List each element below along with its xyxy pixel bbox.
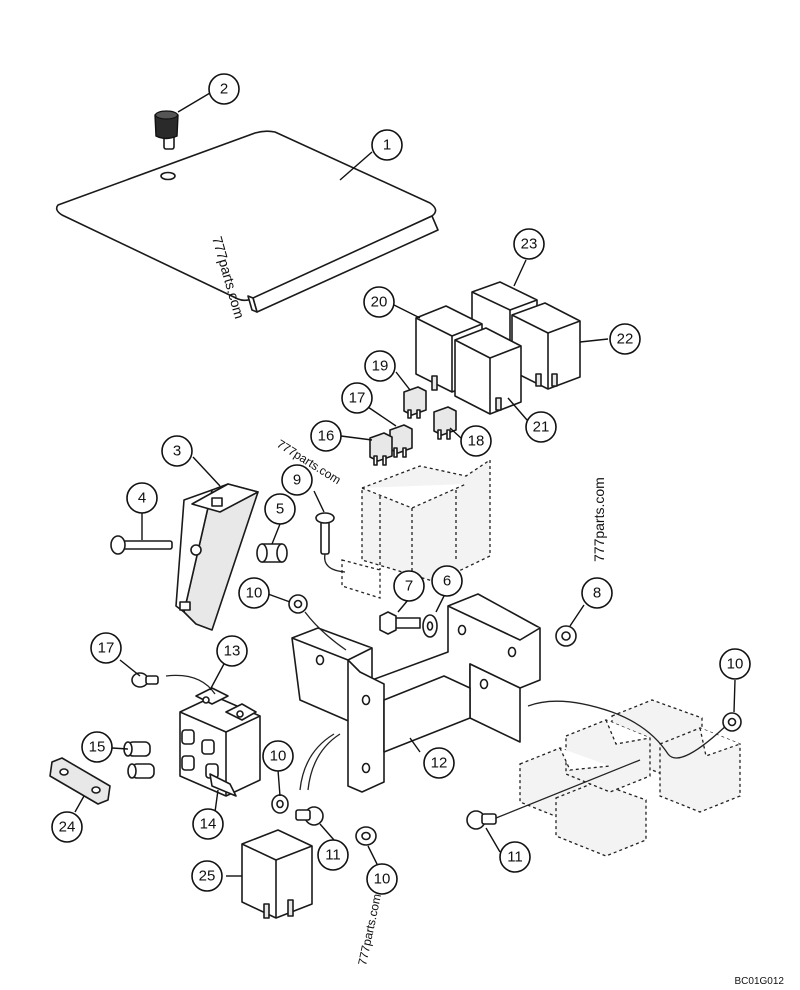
svg-text:2: 2 xyxy=(220,81,228,98)
svg-text:11: 11 xyxy=(507,849,523,866)
spacer xyxy=(256,543,288,563)
callout-5: 5 xyxy=(264,493,296,525)
svg-text:22: 22 xyxy=(617,331,634,348)
callout-11b: 11 xyxy=(499,841,531,873)
svg-text:12: 12 xyxy=(431,755,448,772)
callout-14: 14 xyxy=(192,808,224,840)
screw-11-left xyxy=(295,733,341,826)
callout-6: 6 xyxy=(431,565,463,597)
main-bracket xyxy=(291,593,541,793)
nut-10-right xyxy=(722,712,742,732)
svg-text:15: 15 xyxy=(89,739,106,756)
svg-text:10: 10 xyxy=(246,585,263,602)
leader-lines xyxy=(74,92,736,877)
callout-10a: 10 xyxy=(238,577,270,609)
svg-text:1: 1 xyxy=(383,137,391,154)
nut-10-lower-left xyxy=(271,794,289,814)
fuse-holder-block xyxy=(341,458,491,599)
callout-1: 1 xyxy=(371,129,403,161)
relay-21 xyxy=(454,327,522,415)
relay-sockets xyxy=(519,699,741,857)
callout-13: 13 xyxy=(216,635,248,667)
svg-text:8: 8 xyxy=(593,585,601,602)
svg-text:10: 10 xyxy=(270,748,287,765)
relay-25 xyxy=(241,829,313,919)
svg-text:20: 20 xyxy=(371,294,388,311)
callout-18: 18 xyxy=(460,425,492,457)
circuit-breaker-assembly xyxy=(165,674,261,797)
callout-3: 3 xyxy=(161,435,193,467)
callout-16: 16 xyxy=(310,420,342,452)
svg-text:18: 18 xyxy=(468,433,485,450)
watermark-right: 777parts.com xyxy=(591,477,607,562)
svg-text:23: 23 xyxy=(521,236,538,253)
callout-9: 9 xyxy=(281,464,313,496)
callout-2: 2 xyxy=(208,73,240,105)
svg-text:19: 19 xyxy=(372,358,389,375)
callout-4: 4 xyxy=(126,482,158,514)
callout-17b: 17 xyxy=(90,632,122,664)
callout-10c: 10 xyxy=(262,740,294,772)
callout-23: 23 xyxy=(513,228,545,260)
svg-text:24: 24 xyxy=(59,819,76,836)
svg-text:3: 3 xyxy=(173,443,181,460)
svg-text:14: 14 xyxy=(200,816,217,833)
fuse-16 xyxy=(369,432,393,466)
svg-text:10: 10 xyxy=(374,871,391,888)
callout-10b: 10 xyxy=(719,648,751,680)
knob xyxy=(154,110,179,150)
drawing-code: BC01G012 xyxy=(735,976,785,987)
svg-text:4: 4 xyxy=(138,490,146,507)
callout-10d: 10 xyxy=(366,863,398,895)
callout-19: 19 xyxy=(364,350,396,382)
link-plate xyxy=(49,757,111,805)
callout-25: 25 xyxy=(191,860,223,892)
fuse-19 xyxy=(403,386,427,419)
callout-7: 7 xyxy=(393,570,425,602)
callout-20: 20 xyxy=(363,286,395,318)
callout-17a: 17 xyxy=(341,382,373,414)
callout-21: 21 xyxy=(525,411,557,443)
small-screw-17 xyxy=(131,672,159,688)
long-bolt xyxy=(110,535,173,555)
nut-10-upper xyxy=(288,594,347,651)
mounting-block xyxy=(175,483,259,631)
svg-text:13: 13 xyxy=(224,643,241,660)
callout-24: 24 xyxy=(51,811,83,843)
callouts: 1 2 3 4 5 6 7 8 9 10 10 10 10 11 11 12 1… xyxy=(51,73,751,895)
svg-text:16: 16 xyxy=(318,428,335,445)
svg-text:7: 7 xyxy=(405,578,413,595)
svg-text:5: 5 xyxy=(276,501,284,518)
nut-10-bottom xyxy=(355,826,377,846)
callout-12: 12 xyxy=(423,747,455,779)
hex-bolt xyxy=(379,611,421,635)
svg-text:6: 6 xyxy=(443,573,451,590)
svg-text:9: 9 xyxy=(293,472,301,489)
screw-11-right xyxy=(466,759,641,830)
svg-text:17: 17 xyxy=(98,640,115,657)
watermark-bottom: 777parts.com xyxy=(355,893,384,967)
cover-plate xyxy=(55,130,439,313)
fuse-17 xyxy=(389,424,413,458)
screw-9 xyxy=(315,512,346,573)
callout-15: 15 xyxy=(81,731,113,763)
callout-11a: 11 xyxy=(317,839,349,871)
nut-8 xyxy=(555,625,577,647)
svg-text:11: 11 xyxy=(325,847,341,864)
callout-22: 22 xyxy=(609,323,641,355)
svg-text:17: 17 xyxy=(349,390,366,407)
relay-22 xyxy=(511,302,581,390)
svg-text:21: 21 xyxy=(533,419,550,436)
washer xyxy=(422,614,438,638)
callout-8: 8 xyxy=(581,577,613,609)
fuse-18 xyxy=(433,406,457,440)
terminal-caps xyxy=(123,741,155,779)
svg-text:25: 25 xyxy=(199,868,216,885)
svg-text:10: 10 xyxy=(727,656,744,673)
